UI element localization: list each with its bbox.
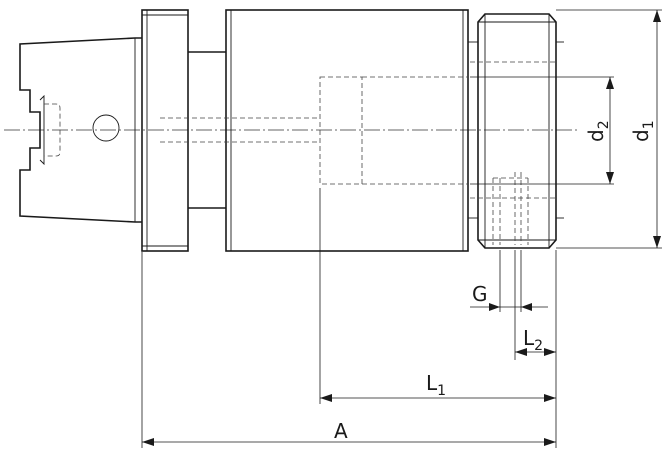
taper-shank bbox=[19, 37, 142, 223]
dimension-l1: L1 bbox=[320, 371, 556, 402]
label-l2: L2 bbox=[523, 326, 543, 354]
main-body bbox=[160, 9, 469, 252]
label-a: A bbox=[334, 419, 348, 443]
drive-hole-circle bbox=[92, 114, 120, 142]
label-d1: d1 bbox=[629, 120, 657, 142]
label-d2: d2 bbox=[584, 120, 612, 142]
label-l1: L1 bbox=[426, 371, 446, 399]
clamping-ring bbox=[468, 13, 564, 249]
extension-lines bbox=[141, 9, 662, 448]
flange bbox=[141, 9, 189, 252]
dimension-d1: d1 bbox=[629, 10, 661, 248]
dimension-l2: L2 bbox=[515, 326, 556, 356]
label-g: G bbox=[472, 282, 488, 306]
dimension-g: G bbox=[470, 282, 548, 311]
dimension-a: A bbox=[142, 419, 556, 446]
neck bbox=[188, 51, 226, 209]
dimension-d2: d2 bbox=[584, 77, 614, 184]
